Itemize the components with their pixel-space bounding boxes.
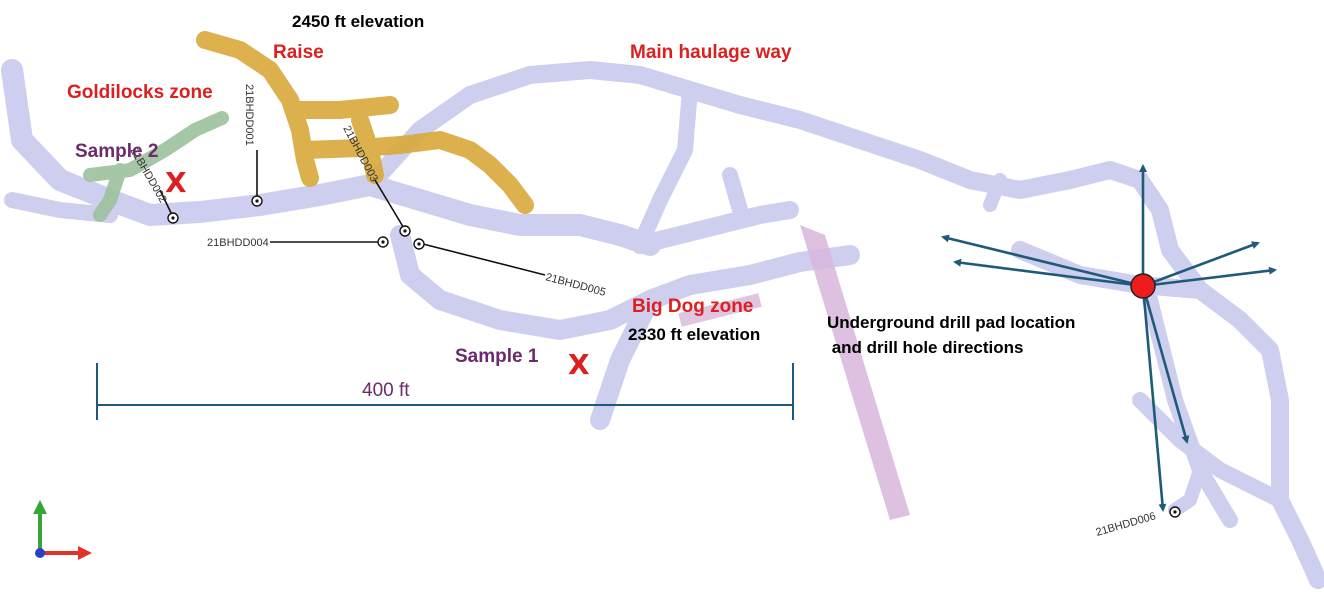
- drill-pad-label-line2: and drill hole directions: [827, 338, 1024, 357]
- scale-bar: [96, 363, 794, 420]
- goldilocks-zone-label: Goldilocks zone: [67, 82, 213, 103]
- drill-collar-dots: [171, 199, 1177, 514]
- sample-2-label: Sample 2: [75, 141, 159, 162]
- raise-structure: [196, 31, 534, 214]
- drill-hole-traces: [159, 150, 546, 276]
- hole-label-004: 21BHDD004: [207, 237, 269, 249]
- elevation-top-label: 2450 ft elevation: [292, 12, 425, 31]
- hole-label-001: 21BHDD001: [243, 84, 255, 146]
- hole-label-005: 21BHDD005: [544, 271, 607, 299]
- drill-pad-marker: [1130, 273, 1156, 299]
- sample-1-x-mark: X: [568, 348, 590, 381]
- axis-triad: [33, 500, 92, 560]
- main-haulage-label: Main haulage way: [630, 42, 792, 63]
- hole-label-006: 21BHDD006: [1095, 510, 1158, 539]
- tunnel-network: [1, 59, 1324, 589]
- big-dog-zone-label: Big Dog zone: [632, 296, 754, 317]
- drill-direction-arrows: [941, 164, 1277, 512]
- big-dog-crosscut: [678, 293, 762, 327]
- drill-pad-label-line1: Underground drill pad location: [827, 313, 1076, 332]
- scale-bar-label: 400 ft: [362, 380, 410, 401]
- goldilocks-zone-shape: [83, 111, 229, 222]
- elevation-bottom-label: 2330 ft elevation: [628, 325, 761, 344]
- raise-label: Raise: [273, 42, 324, 63]
- sample-1-label: Sample 1: [455, 346, 539, 367]
- big-dog-shaft: [800, 225, 910, 520]
- sample-2-x-mark: X: [165, 166, 187, 199]
